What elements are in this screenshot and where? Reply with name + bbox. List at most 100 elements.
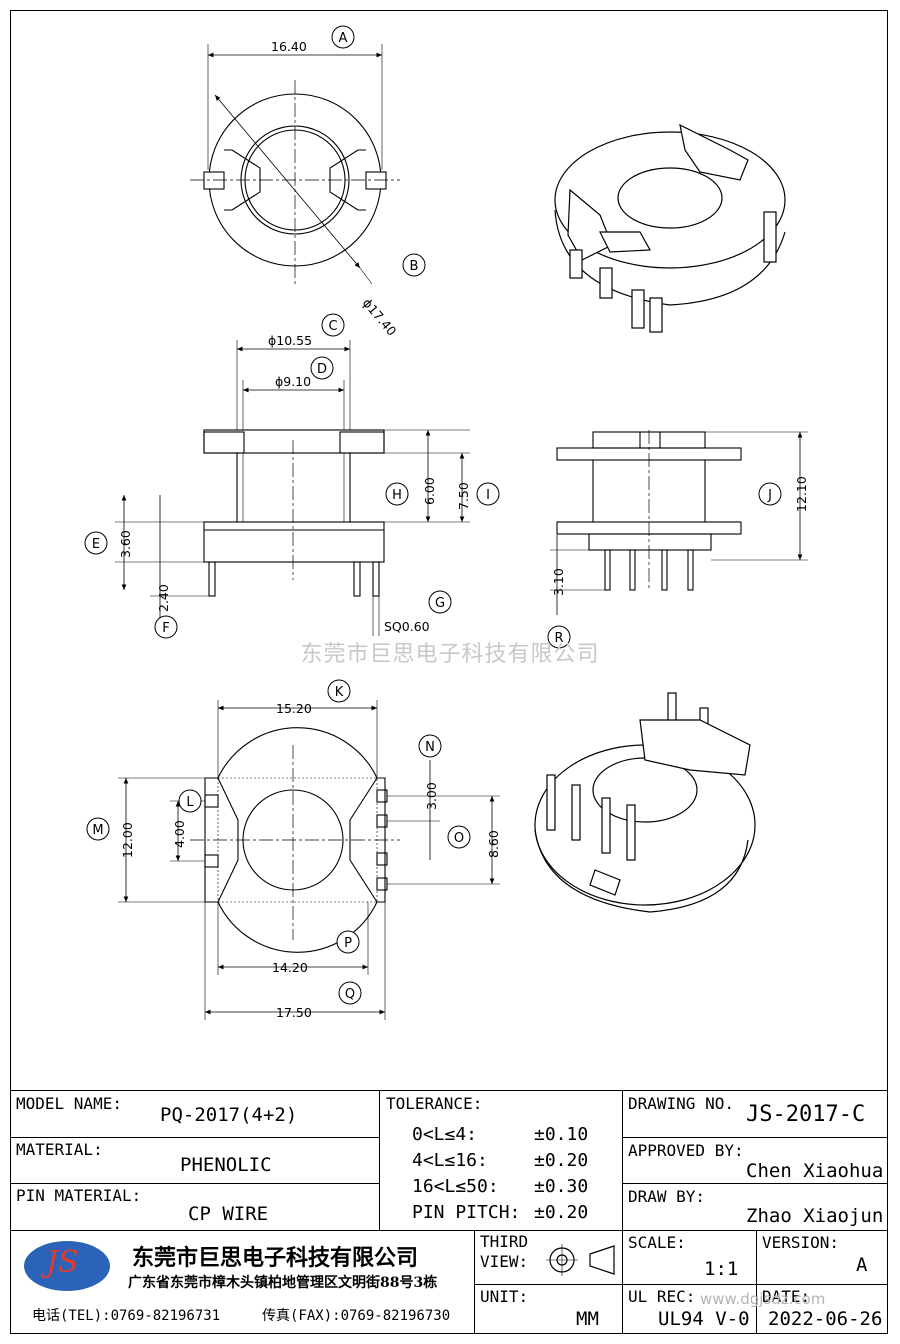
approved-by-label: APPROVED BY: [628,1141,744,1160]
top-view [190,44,400,285]
dim-J-value: 12.10 [794,476,809,512]
third-angle-projection-icon [546,1244,615,1276]
tolerance-value-1: ±0.10 [534,1124,589,1145]
dim-G-value: SQ0.60 [384,619,430,634]
callout-A-circle [331,25,355,49]
callout-O-circle [447,825,471,849]
company-name: 东莞市巨思电子科技有限公司 [132,1245,419,1271]
callout-Q-label: Q [345,987,355,1002]
dim-N-value: 3.00 [424,782,439,810]
isometric-view-top [554,123,786,333]
callout-J-label: J [767,488,772,503]
tolerance-range-3: 16<L≤50: [412,1176,499,1197]
side-view [550,430,808,615]
pin-pitch-value: ±0.20 [534,1202,589,1223]
dim-R-value: 3.10 [551,568,566,596]
date-cell [756,1284,888,1334]
tolerance-value-3: ±0.30 [534,1176,589,1197]
draw-by: Zhao Xiaojun [746,1205,884,1227]
dim-E-value: 3.60 [118,530,133,558]
tolerance-value-2: ±0.20 [534,1150,589,1171]
model-name: PQ-2017(4+2) [160,1104,298,1126]
ul-rec-label: UL REC: [628,1287,696,1306]
dim-O-value: 8.60 [486,830,501,858]
dim-F-value: 2.40 [156,584,171,612]
callout-E-label: E [92,537,100,552]
callout-C-label: C [328,319,337,334]
pin-material: CP WIRE [188,1203,269,1225]
date: 2022-06-26 [768,1308,883,1330]
callout-G-label: G [435,596,445,611]
technical-drawing: 16.40 ϕ17.40 ϕ10.55 ϕ9.10 3.60 2.40 SQ0.… [84,25,809,1020]
callout-R-label: R [554,631,563,646]
callout-L-label: L [186,795,194,810]
callout-F-label: F [162,621,169,636]
callout-Q-circle [338,981,362,1005]
callout-D-label: D [317,362,327,377]
dim-P-value: 14.20 [272,960,308,975]
callout-E-circle [84,531,108,555]
dim-K-value: 15.20 [276,701,312,716]
callout-A-label: A [339,31,348,46]
callout-C-circle [321,313,345,337]
third-view-label: THIRD VIEW: [480,1232,529,1271]
dim-I-value: 7.50 [456,482,471,510]
dim-Q-value: 17.50 [276,1005,312,1020]
company-fax: 传真(FAX):0769-82196730 [262,1308,451,1324]
isometric-view-bottom [534,692,756,913]
date-label: DATE: [762,1287,811,1306]
unit: MM [576,1308,599,1330]
title-block: MODEL NAME: PQ-2017(4+2) MATERIAL: PHENO… [10,1090,888,1334]
tolerance-label: TOLERANCE: [386,1094,483,1113]
callout-J-circle [758,482,782,506]
drawing-no-label: DRAWING NO. [628,1094,734,1113]
callout-H-circle [385,482,409,506]
callout-L-circle [178,789,202,813]
bottom-view [118,700,500,1020]
callout-O-label: O [454,831,464,846]
ul-rec: UL94 V-0 [658,1308,750,1330]
dim-B-value: ϕ17.40 [360,295,400,338]
version-label: VERSION: [762,1233,840,1252]
callout-P-label: P [344,936,352,951]
material: PHENOLIC [180,1154,272,1176]
callout-K-circle [327,679,351,703]
dim-M-value: 12.00 [120,822,135,858]
pin-material-label: PIN MATERIAL: [16,1186,142,1205]
callout-M-circle [86,817,110,841]
callout-I-circle [476,482,500,506]
tolerance-range-1: 0<L≤4: [412,1124,478,1145]
callout-N-label: N [425,740,435,755]
model-name-label: MODEL NAME: [16,1094,122,1113]
pin-pitch-label: PIN PITCH: [412,1202,521,1223]
callout-D-circle [310,356,334,380]
logo-text: JS [46,1245,79,1280]
company-tel: 电话(TEL):0769-82196731 [32,1308,221,1324]
callout-K-label: K [335,685,344,700]
callout-H-label: H [392,488,402,503]
callout-F-circle [154,615,178,639]
callout-R-circle [547,625,571,649]
callout-M-label: M [92,823,103,838]
scale: 1:1 [704,1258,739,1280]
callout-G-circle [428,590,452,614]
front-view [115,340,470,636]
draw-by-label: DRAW BY: [628,1187,706,1206]
callout-B-circle [402,253,426,277]
callout-P-circle [336,930,360,954]
dim-D-value: ϕ9.10 [275,374,311,389]
company-logo: JS [24,1241,110,1291]
drawing-no: JS-2017-C [746,1102,866,1127]
unit-label: UNIT: [480,1287,529,1306]
approved-by: Chen Xiaohua [746,1160,884,1182]
dim-H-value: 6.00 [422,477,437,505]
callout-I-label: I [486,488,490,503]
version: A [856,1254,868,1276]
watermark-url: www.dgjsdz.com [700,1290,826,1308]
dim-C-value: ϕ10.55 [268,333,312,348]
callout-N-circle [418,734,442,758]
scale-label: SCALE: [628,1233,686,1252]
tolerance-range-2: 4<L≤16: [412,1150,488,1171]
dim-L-value: 4.00 [172,820,187,848]
watermark: 东莞市巨思电子科技有限公司 [300,642,600,667]
